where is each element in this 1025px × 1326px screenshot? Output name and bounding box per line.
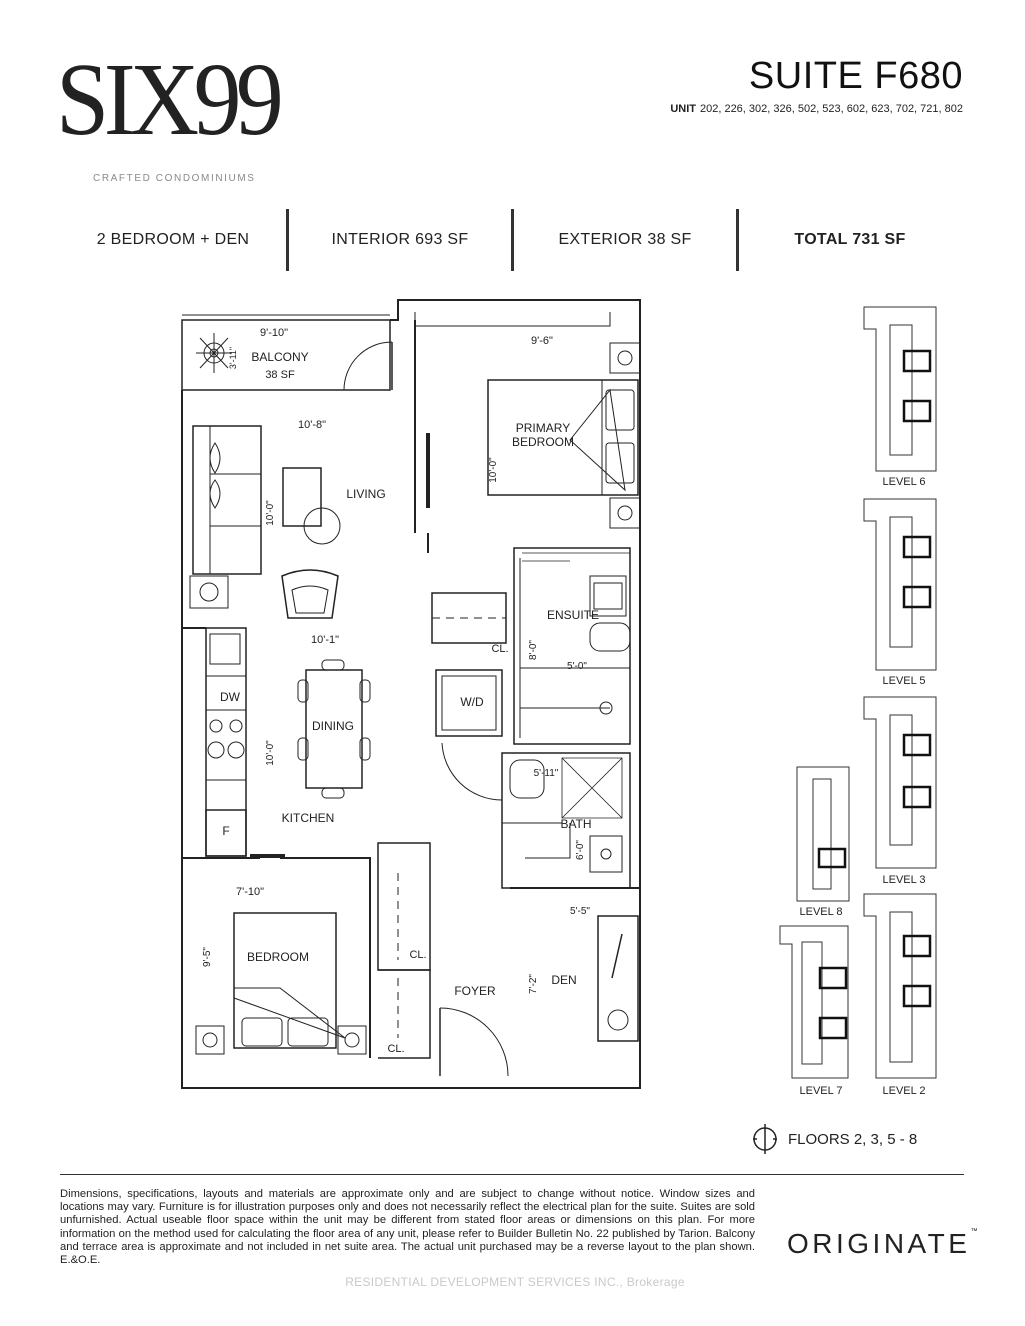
balcony-door-swing	[343, 341, 393, 391]
den-label: DEN	[551, 973, 576, 987]
living-dim-h: 10'-0"	[265, 500, 276, 526]
trademark-mark: ™	[970, 1228, 978, 1235]
developer-logo: ORIGINATE™	[787, 1228, 977, 1260]
bedroom-closet-label: CL.	[409, 949, 426, 961]
compass-icon	[753, 1124, 777, 1154]
watermark: RESIDENTIAL DEVELOPMENT SERVICES INC., B…	[345, 1275, 685, 1289]
ensuite-label: ENSUITE	[547, 608, 599, 622]
balcony-area: 38 SF	[265, 369, 295, 381]
keyplan-level2	[863, 893, 937, 1079]
outer-wall	[181, 299, 641, 1089]
dw-label: DW	[220, 690, 241, 704]
disclaimer: Dimensions, specifications, layouts and …	[60, 1188, 755, 1267]
primary-bed	[487, 379, 639, 496]
bedroom-bed	[233, 912, 337, 1049]
keyplan-level6	[863, 306, 937, 472]
den-desk	[597, 915, 639, 1042]
units-label: UNIT	[670, 103, 696, 115]
keyplan-level7	[779, 925, 849, 1079]
den-dim-h: 7'-2"	[528, 974, 539, 994]
ensuite-dim-h: 8'-0"	[528, 640, 539, 660]
keyplan-label-level5: LEVEL 5	[882, 675, 926, 687]
kitchen-dim-w: 10'-1"	[311, 634, 339, 646]
hall-closet	[431, 592, 507, 644]
keyplan-label-level2: LEVEL 2	[882, 1085, 926, 1097]
stat-exterior: EXTERIOR 38 SF	[558, 231, 692, 248]
stat-divider	[286, 209, 289, 271]
units-list: 202, 226, 302, 326, 502, 523, 602, 623, …	[699, 103, 963, 115]
balcony-side-dim: 3'-11"	[228, 347, 238, 369]
balcony-dim: 9'-10"	[260, 327, 288, 339]
floors-text: FLOORS 2, 3, 5 - 8	[788, 1130, 918, 1148]
kitchen-label: KITCHEN	[282, 811, 335, 825]
keyplan-label-level6: LEVEL 6	[882, 476, 926, 488]
brand-logo: SIX99	[56, 42, 284, 157]
bedroom-dim-h: 9'-5"	[202, 947, 213, 967]
bath-dim-w: 5'-11"	[534, 768, 559, 779]
living-dim-w: 10'-8"	[298, 419, 326, 431]
bedroom-closet-label-2: CL.	[387, 1043, 404, 1055]
dining-label: DINING	[312, 719, 354, 733]
keyplan-label-level7: LEVEL 7	[799, 1085, 843, 1097]
keyplan-level3	[863, 696, 937, 869]
bath-label: BATH	[560, 817, 591, 831]
foyer-label: FOYER	[454, 984, 496, 998]
primary-label-2: BEDROOM	[512, 435, 574, 449]
sofa	[192, 425, 262, 575]
stat-total: TOTAL 731 SF	[794, 231, 906, 248]
floors-row: FLOORS 2, 3, 5 - 8	[750, 1124, 917, 1154]
keyplan-label-level3: LEVEL 3	[882, 874, 926, 886]
brand-tagline: CRAFTED CONDOMINIUMS	[93, 173, 256, 184]
dining-dim-h: 10'-0"	[265, 740, 276, 766]
plant-icon	[196, 333, 232, 373]
keyplan-level8	[796, 766, 850, 902]
floor-plan: 9'-10" BALCONY 38 SF 3'-11" 10'-8" 10'-0…	[181, 299, 641, 1089]
suite-title: SUITE F680	[748, 55, 963, 97]
primary-dim-w: 9'-6"	[531, 335, 553, 347]
chair	[281, 569, 339, 619]
primary-label-1: PRIMARY	[516, 421, 570, 435]
front-door-swing	[439, 1007, 509, 1077]
coffee-table	[282, 467, 322, 527]
den-dim-w: 5'-5"	[570, 906, 590, 917]
bedroom-wall	[182, 857, 371, 1058]
living-label: LIVING	[346, 487, 385, 501]
primary-wall	[414, 320, 429, 553]
washer-dryer	[435, 669, 503, 737]
hall-closet-label: CL.	[491, 643, 508, 655]
developer-name: ORIGINATE	[787, 1228, 971, 1259]
primary-dim-h: 10'-0"	[488, 457, 499, 483]
bath-dim-h: 6'-0"	[575, 840, 586, 860]
balcony-outline	[181, 319, 391, 391]
ensuite-dim-w: 5'-0"	[567, 661, 587, 672]
suite-stats: 2 BEDROOM + DEN INTERIOR 693 SF EXTERIOR…	[60, 209, 965, 271]
stat-divider	[736, 209, 739, 271]
bedroom-label: BEDROOM	[247, 950, 309, 964]
stat-divider	[511, 209, 514, 271]
fridge-label: F	[222, 824, 229, 838]
balcony-label: BALCONY	[251, 350, 308, 364]
stat-interior: INTERIOR 693 SF	[331, 231, 469, 248]
wd-label: W/D	[460, 695, 484, 709]
keyplan-label-level8: LEVEL 8	[799, 906, 843, 918]
bedroom-dim-w: 7'-10"	[236, 886, 264, 898]
stat-type: 2 BEDROOM + DEN	[96, 231, 250, 248]
keyplan-level5	[863, 498, 937, 671]
footer-rule	[60, 1174, 964, 1175]
